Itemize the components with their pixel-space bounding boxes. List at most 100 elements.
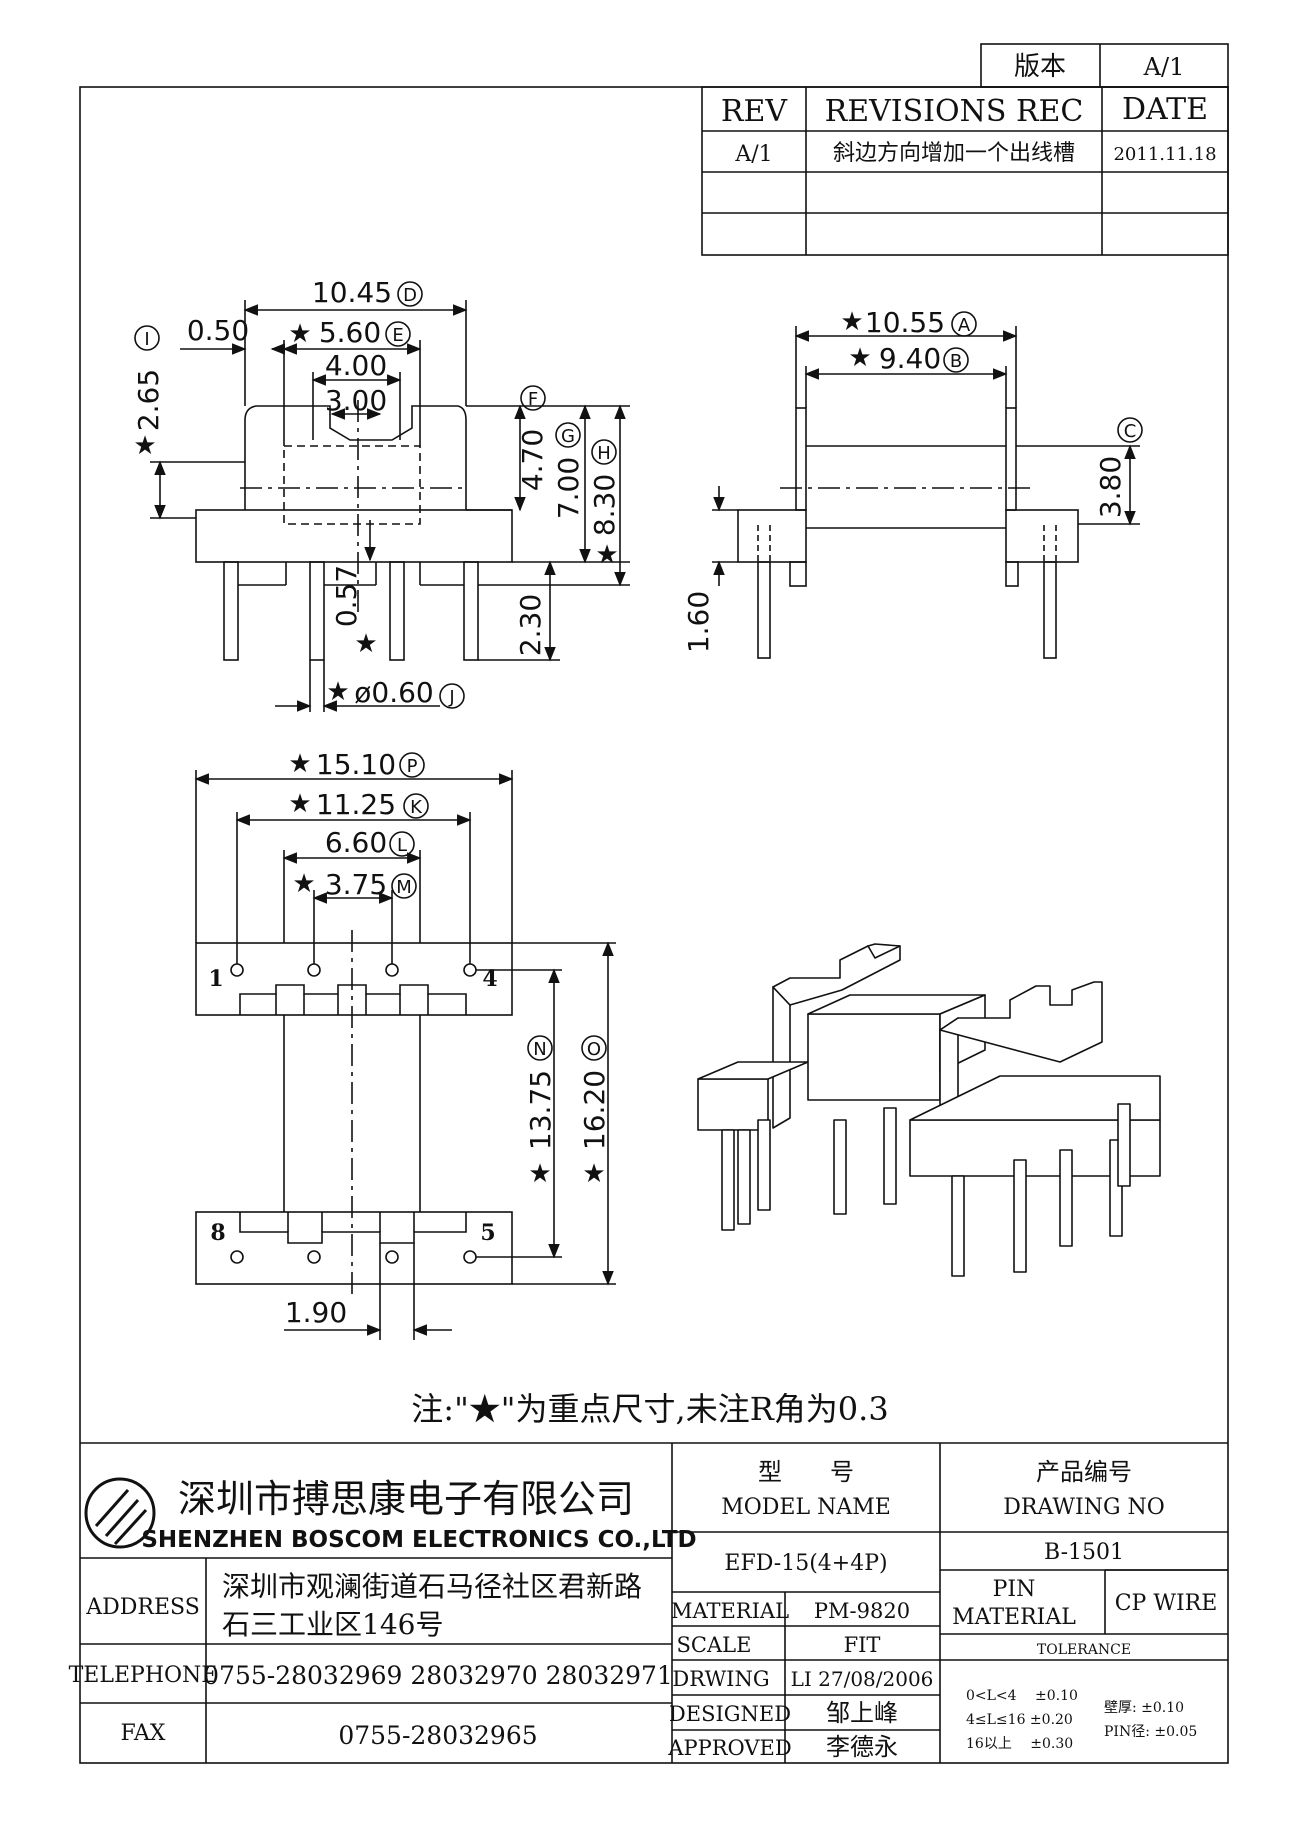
star-B: ★ xyxy=(848,343,871,373)
svg-text:I: I xyxy=(144,329,149,350)
tag-C-circle: C xyxy=(1117,417,1143,443)
model-label-cn: 型 号 xyxy=(758,1458,854,1486)
telephone-label: TELEPHONE xyxy=(69,1663,218,1688)
front-view-outline xyxy=(244,405,467,510)
drawing-no-value: B-1501 xyxy=(1044,1540,1124,1565)
svg-text:F: F xyxy=(528,389,538,410)
svg-text:N: N xyxy=(533,1039,546,1060)
star-M: ★ xyxy=(292,869,315,899)
svg-text:B: B xyxy=(950,351,962,372)
drwing-label: DRWING xyxy=(672,1667,769,1691)
drawing-no-label-en: DRAWING NO xyxy=(1003,1495,1165,1520)
pin-material-label-1: PIN xyxy=(993,1577,1036,1602)
dim-L-value: 6.60 xyxy=(325,826,387,859)
drwing-value: LI 27/08/2006 xyxy=(791,1667,934,1691)
tag-B-circle: B xyxy=(943,347,969,373)
front-view-pins xyxy=(223,561,479,661)
svg-text:M: M xyxy=(396,877,412,898)
scale-value: FIT xyxy=(844,1633,881,1657)
star-E: ★ xyxy=(288,319,311,349)
star-N: ★ xyxy=(528,1159,551,1189)
tag-M-circle: M xyxy=(391,873,417,899)
sheet-border xyxy=(79,86,1229,1764)
dim-160-value: 1.60 xyxy=(682,591,715,653)
dim-K-value: 11.25 xyxy=(316,788,396,821)
isometric-view xyxy=(697,943,1161,1277)
designed-label: DESIGNED xyxy=(669,1702,791,1726)
fax-value: 0755-28032965 xyxy=(338,1721,537,1750)
material-label: MATERIAL xyxy=(671,1599,789,1623)
rec-header: REVISIONS REC xyxy=(825,94,1084,129)
tag-E-circle: E xyxy=(385,321,411,347)
tolerance-wall: 壁厚: ±0.10 xyxy=(1104,1700,1184,1716)
tag-G-circle: G xyxy=(555,422,581,448)
rev-row-1-date: 2011.11.18 xyxy=(1113,144,1216,165)
dim-057-value: 0.57 xyxy=(330,565,363,627)
drawing-note: 注:"★"为重点尺寸,未注R角为0.3 xyxy=(411,1390,888,1428)
pin-label-8: 8 xyxy=(210,1220,225,1246)
tag-D-circle: D xyxy=(397,281,423,307)
bottom-view-top-flange xyxy=(195,942,513,1016)
star-057: ★ xyxy=(354,629,377,659)
model-value: EFD-15(4+4P) xyxy=(724,1551,887,1576)
dim-H-value: 8.30 xyxy=(588,474,621,536)
dim-G-value: 7.00 xyxy=(552,457,585,519)
svg-text:J: J xyxy=(448,687,454,708)
tolerance-range-2: 4≤L≤16 ±0.20 xyxy=(966,1712,1073,1728)
fax-label: FAX xyxy=(121,1721,166,1746)
dim-slot-inner-value: 3.00 xyxy=(325,384,387,417)
tag-J-circle: J xyxy=(439,683,465,709)
tolerance-pin: PIN径: ±0.05 xyxy=(1104,1724,1197,1740)
material-value: PM-9820 xyxy=(814,1599,910,1623)
bottom-view-bottom-flange xyxy=(195,1211,513,1285)
dim-slot-outer-value: 4.00 xyxy=(325,349,387,382)
svg-text:A: A xyxy=(958,315,971,336)
dim-N-value: 13.75 xyxy=(524,1070,557,1150)
company-name-cn: 深圳市搏思康电子有限公司 xyxy=(178,1477,634,1521)
dim-47-value: 4.70 xyxy=(516,429,549,491)
tag-A-circle: A xyxy=(951,311,977,337)
dim-O-value: 16.20 xyxy=(578,1070,611,1150)
svg-text:L: L xyxy=(397,835,407,856)
drawing-no-label-cn: 产品编号 xyxy=(1036,1458,1132,1486)
svg-text:D: D xyxy=(403,285,417,306)
star-J: ★ xyxy=(326,677,349,707)
dim-A-value: 10.55 xyxy=(865,306,945,339)
dim-C-value: 3.80 xyxy=(1094,456,1127,518)
dim-230-value: 2.30 xyxy=(514,594,547,656)
rev-header: REV xyxy=(721,94,788,129)
star-H: ★ xyxy=(595,540,618,570)
dim-P-value: 15.10 xyxy=(316,748,396,781)
pin-label-5: 5 xyxy=(480,1220,495,1246)
address-line-1: 深圳市观澜街道石马径社区君新路 xyxy=(222,1570,642,1603)
tolerance-label: TOLERANCE xyxy=(1037,1642,1131,1658)
dim-B-value: 9.40 xyxy=(879,342,941,375)
svg-text:O: O xyxy=(587,1039,601,1060)
dim-190-value: 1.90 xyxy=(285,1296,347,1329)
svg-text:K: K xyxy=(410,797,423,818)
tag-N-circle: N xyxy=(527,1035,553,1061)
tag-L-circle: L xyxy=(389,831,415,857)
dim-M-value: 3.75 xyxy=(325,868,387,901)
model-label-en: MODEL NAME xyxy=(721,1495,891,1520)
star-P: ★ xyxy=(288,749,311,779)
star-A: ★ xyxy=(840,307,863,337)
address-line-2: 石三工业区146号 xyxy=(222,1608,443,1641)
tolerance-range-3: 16以上 ±0.30 xyxy=(966,1736,1073,1752)
dim-E-value: 5.60 xyxy=(319,316,381,349)
bottom-view: ★ 15.10 P ★ 11.25 K 6.60 L ★ 3.75 M N 13… xyxy=(194,748,616,1340)
company-logo xyxy=(84,1477,156,1549)
tag-K-circle: K xyxy=(403,793,429,819)
svg-text:C: C xyxy=(1124,421,1137,442)
tag-P-circle: P xyxy=(399,752,425,778)
dim-J-value: ø0.60 xyxy=(354,676,433,709)
revisions-table xyxy=(701,86,1229,256)
tag-F-circle: F xyxy=(520,385,546,411)
star-K: ★ xyxy=(288,789,311,819)
rev-row-1-rec: 斜边方向增加一个出线槽 xyxy=(833,141,1075,166)
approved-label: APPROVED xyxy=(667,1736,791,1760)
company-name-en: SHENZHEN BOSCOM ELECTRONICS CO.,LTD xyxy=(141,1527,696,1553)
pin-label-4: 4 xyxy=(482,966,497,992)
scale-label: SCALE xyxy=(677,1633,752,1657)
